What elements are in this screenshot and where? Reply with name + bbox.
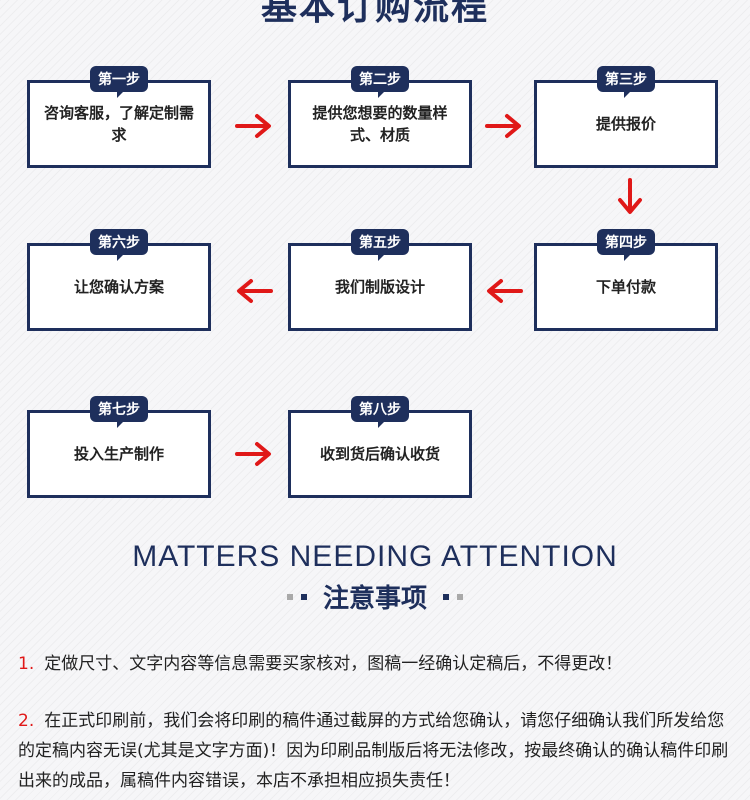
- right-arrow-icon: [235, 114, 271, 138]
- page-title: 基本订购流程: [260, 0, 489, 28]
- step-3-text: 提供报价: [595, 115, 656, 133]
- dot-icon: [443, 593, 449, 600]
- dot-icon: [457, 593, 463, 600]
- step-6-text: 让您确认方案: [73, 278, 164, 296]
- step-5-box: 第五步 我们制版设计: [288, 229, 472, 331]
- decor-dots-left: [286, 593, 307, 600]
- note-2: 2.在正式印刷前，我们会将印刷的稿件通过截屏的方式给您确认，请您仔细确认我们所发…: [18, 706, 736, 796]
- step-8-box: 第八步 收到货后确认收货: [288, 396, 472, 498]
- right-arrow-icon: [235, 442, 271, 466]
- step-5-badge: 第五步: [351, 229, 409, 261]
- step-6-badge: 第六步: [90, 229, 148, 261]
- step-2-badge: 第二步: [351, 66, 409, 98]
- step-3-box: 第三步 提供报价: [534, 66, 718, 168]
- step-1-text: 咨询客服，了解定制需求: [43, 104, 194, 144]
- step-8-text: 收到货后确认收货: [319, 445, 440, 463]
- attention-chinese-heading: 注意事项: [322, 584, 427, 614]
- step-5-text: 我们制版设计: [334, 278, 425, 296]
- left-arrow-icon: [237, 279, 273, 303]
- step-7-box: 第七步 投入生产制作: [27, 396, 211, 498]
- attention-heading-row: 注意事项: [0, 578, 750, 615]
- note-1-number: 1.: [18, 654, 35, 674]
- step-4-box: 第四步 下单付款: [534, 229, 718, 331]
- note-1: 1. 定做尺寸、文字内容等信息需要买家核对，图稿一经确认定稿后，不得更改！: [18, 649, 736, 679]
- step-2-box: 第二步 提供您想要的数量样式、材质: [288, 66, 472, 168]
- step-1-box: 第一步 咨询客服，了解定制需求: [27, 66, 211, 168]
- step-4-badge: 第四步: [597, 229, 655, 261]
- note-2-number: 2.: [18, 711, 35, 731]
- right-arrow-icon: [485, 114, 521, 138]
- step-1-badge: 第一步: [90, 66, 148, 98]
- attention-english-heading: MATTERS NEEDING ATTENTION: [132, 540, 618, 573]
- step-2-text: 提供您想要的数量样式、材质: [312, 104, 448, 144]
- step-7-badge: 第七步: [90, 396, 148, 428]
- step-4-text: 下单付款: [595, 278, 656, 296]
- note-2-text: 在正式印刷前，我们会将印刷的稿件通过截屏的方式给您确认，请您仔细确认我们所发给您…: [18, 711, 729, 791]
- step-8-badge: 第八步: [351, 396, 409, 428]
- note-1-text: 定做尺寸、文字内容等信息需要买家核对，图稿一经确认定稿后，不得更改！: [44, 654, 623, 674]
- dot-icon: [300, 593, 307, 600]
- decor-dots-right: [443, 593, 463, 600]
- left-arrow-icon: [487, 279, 523, 303]
- dot-icon: [286, 593, 293, 600]
- step-3-badge: 第三步: [597, 66, 655, 98]
- step-6-box: 第六步 让您确认方案: [27, 229, 211, 331]
- step-7-text: 投入生产制作: [73, 445, 164, 463]
- down-arrow-icon: [618, 178, 642, 214]
